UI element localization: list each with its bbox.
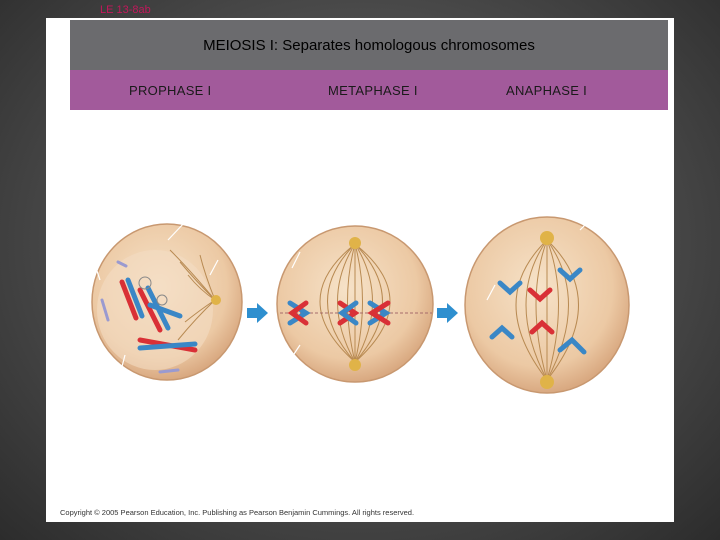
phase-label-anaphase: ANAPHASE I bbox=[506, 83, 588, 98]
pointer-lines bbox=[486, 221, 589, 301]
spindle-fibers bbox=[515, 239, 579, 381]
phase-label-prophase: PROPHASE I bbox=[129, 83, 212, 98]
separating-chromosomes bbox=[489, 267, 587, 355]
arrow-icon bbox=[437, 303, 458, 323]
figure-label: LE 13-8ab bbox=[100, 4, 151, 16]
centrosome bbox=[349, 237, 361, 249]
metaphase-cell bbox=[276, 225, 434, 383]
phase-label-metaphase: METAPHASE I bbox=[328, 83, 418, 98]
chiasma-marker bbox=[156, 294, 168, 306]
anaphase-cell bbox=[464, 216, 630, 394]
chiasma-marker bbox=[138, 276, 152, 290]
centrosome bbox=[349, 359, 361, 371]
homologous-chromosomes bbox=[119, 277, 198, 353]
pointer-lines bbox=[95, 221, 219, 383]
prophase-cell bbox=[91, 221, 243, 383]
copyright-notice: Copyright © 2005 Pearson Education, Inc.… bbox=[60, 508, 415, 517]
phase-header-bar bbox=[70, 70, 668, 110]
pointer-lines bbox=[289, 251, 301, 361]
arrow-icon bbox=[247, 303, 268, 323]
nuclear-envelope-fragments bbox=[100, 260, 180, 374]
centrosome bbox=[540, 231, 554, 245]
figure-title: MEIOSIS I: Separates homologous chromoso… bbox=[70, 20, 668, 70]
centrosome bbox=[211, 295, 221, 305]
centrosome bbox=[540, 375, 554, 389]
chromosome-pairs bbox=[287, 300, 391, 326]
